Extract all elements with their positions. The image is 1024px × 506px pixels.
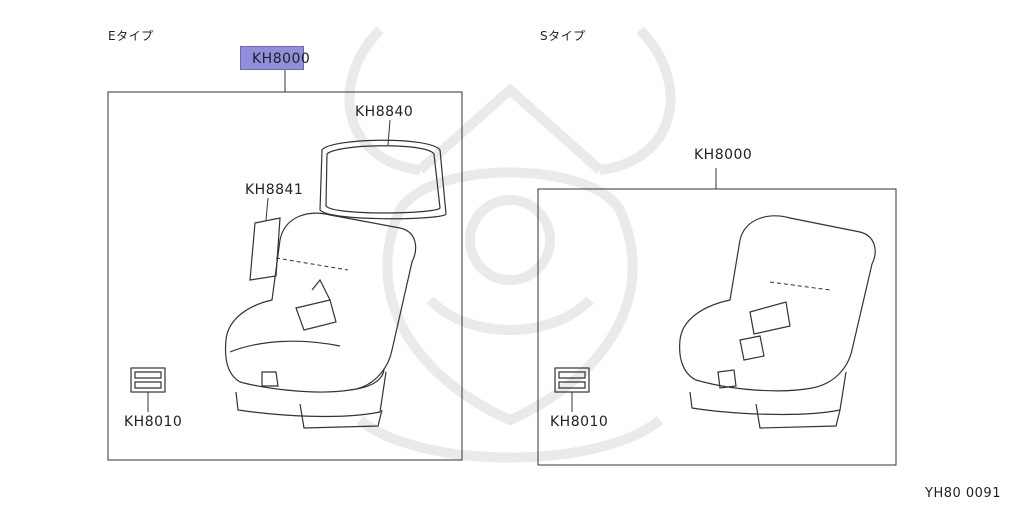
right-assembly-part-link[interactable]: KH8000 (694, 147, 753, 163)
left-buckle-drawing (130, 367, 166, 393)
side-pad-drawing (249, 217, 281, 281)
side-pad-leader (265, 197, 269, 221)
selected-part-highlight (240, 46, 304, 70)
right-buckle-part-link[interactable]: KH8010 (550, 414, 609, 430)
left-assembly-part-link[interactable]: KH8000 (252, 51, 311, 67)
right-panel-frame (537, 188, 897, 466)
right-child-seat-drawing (679, 215, 876, 429)
e-type-label: Eタイプ (108, 29, 154, 43)
left-child-seat-drawing (224, 212, 417, 429)
headrest-leader (387, 119, 391, 146)
side-pad-part-link[interactable]: KH8841 (245, 182, 304, 198)
headrest-part-link[interactable]: KH8840 (355, 104, 414, 120)
left-seat-dashline (275, 257, 349, 271)
watermark-emblem (344, 26, 676, 463)
diagram-code: YH80 0091 (925, 486, 1001, 501)
headrest-cushion-drawing (319, 139, 447, 220)
left-buckle-part-link[interactable]: KH8010 (124, 414, 183, 430)
s-type-label: Sタイプ (540, 29, 586, 43)
right-seat-dashline (769, 281, 831, 291)
